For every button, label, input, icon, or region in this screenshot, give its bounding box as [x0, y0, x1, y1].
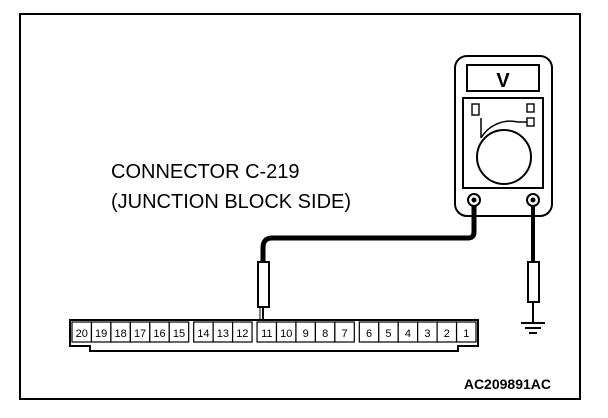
connector-pin-label: 1: [463, 328, 469, 340]
connector-pin-label: 12: [236, 328, 248, 340]
probe-to-pin-11: [257, 261, 270, 308]
connector-pin-label: 13: [217, 328, 229, 340]
connector-pin-label: 11: [261, 328, 272, 340]
connector-label-line1: CONNECTOR C-219: [111, 161, 300, 183]
connector-pin-label: 9: [303, 328, 309, 340]
connector-pin-label: 20: [76, 328, 88, 340]
connector-pin-label: 18: [115, 328, 127, 340]
connector-pin-label: 10: [280, 328, 292, 340]
voltmeter: V: [454, 55, 553, 217]
dial-arc: [480, 120, 519, 139]
connector-pin-label: 5: [385, 328, 391, 340]
connector-pin-label: 4: [405, 328, 411, 340]
figure-id: AC209891AC: [464, 376, 551, 392]
connector-pin-12: [232, 321, 253, 343]
connector-pin-label: 2: [444, 328, 450, 340]
voltmeter-display-box: [466, 64, 540, 92]
connector-label-line2: (JUNCTION BLOCK SIDE): [111, 191, 351, 213]
ground-icon: [521, 322, 545, 334]
voltmeter-display-symbol: V: [496, 70, 510, 92]
probe-ground: [527, 261, 540, 303]
connector-pin-7: [334, 321, 355, 343]
test-lead-to-connector: [260, 206, 477, 262]
connector-c219: 20 19 18 17 16 15 14 13 12 11 10 9 8 7 6 5 4 3 2 1: [69, 319, 479, 352]
connector-pin-label: 15: [173, 328, 185, 340]
connector-pin-label: 14: [197, 328, 209, 340]
connector-pin-label: 19: [95, 328, 107, 340]
connector-pin-15: [168, 321, 190, 343]
connector-pin-label: 3: [424, 328, 430, 340]
range-marker-top-right: [526, 103, 535, 113]
connector-pin-label: 6: [366, 328, 372, 340]
connector-pin-label: 16: [153, 328, 165, 340]
range-marker-right: [526, 117, 535, 127]
selector-dial: [476, 129, 532, 185]
connector-pin-1: [455, 321, 477, 343]
connector-pin-label: 8: [322, 328, 328, 340]
connector-pin-label: 17: [134, 328, 146, 340]
connector-pin-label: 7: [342, 328, 348, 340]
range-marker-left: [471, 103, 480, 116]
